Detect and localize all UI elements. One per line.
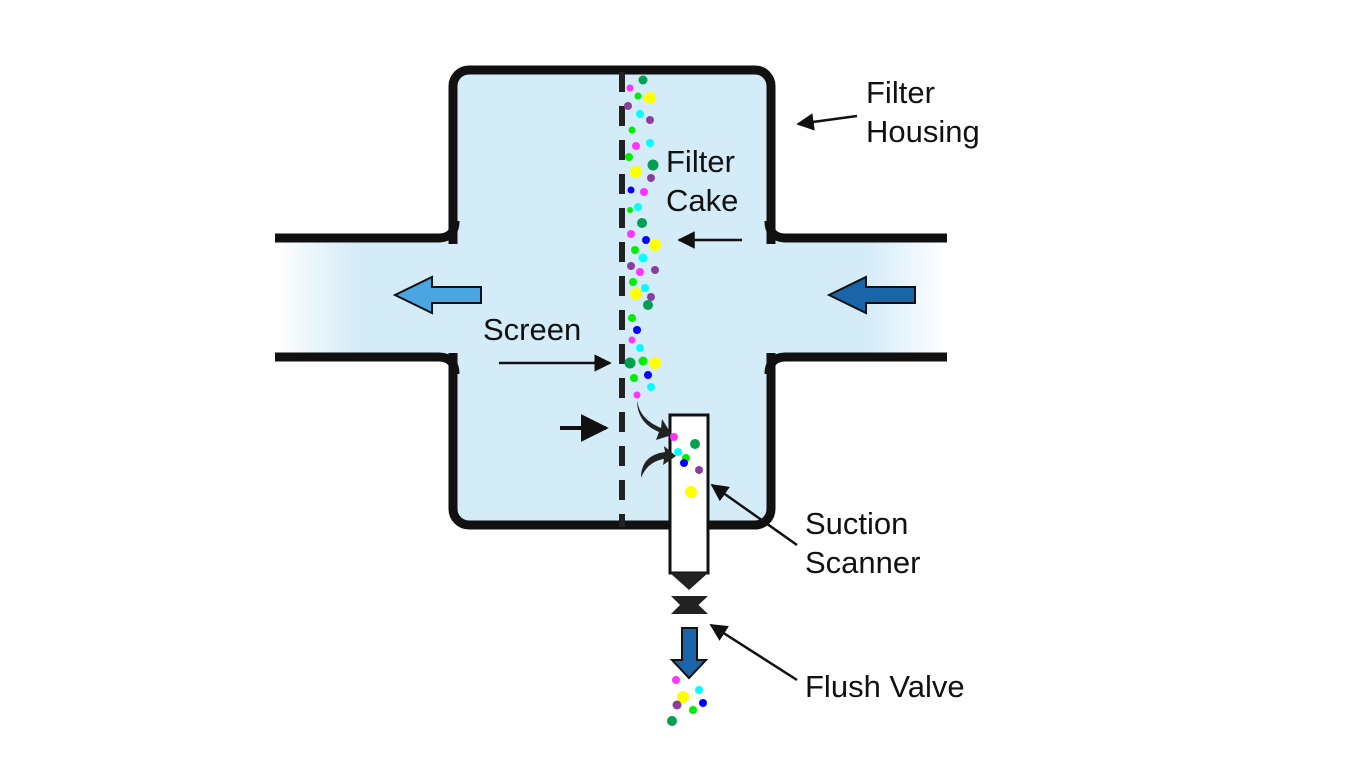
label-flush-valve: Flush Valve [805,669,965,704]
pointer-suction-scanner [710,483,798,547]
particle-dot [634,203,642,211]
particle-dot [667,716,677,726]
particle-dot [636,110,644,118]
particle-dot [670,433,678,441]
particle-dot [628,336,636,344]
particle-dot [647,293,655,301]
particle-dot [699,699,707,707]
pipe-wall-bottom-right [764,352,947,375]
inflow-arrow [826,275,916,315]
pointer-flush-valve [709,623,798,682]
particle-dot [629,278,637,286]
pipe-wall-top-left [275,220,460,243]
particle-dot [689,706,697,714]
filter-housing [448,65,776,530]
particle-dot [690,439,700,449]
particle-dot [680,459,688,467]
particle-dot [646,139,654,147]
particle-dot [695,466,703,474]
particle-dot [647,159,659,171]
particle-dot [674,448,682,456]
particle-dot [624,102,632,110]
particle-dot [638,75,648,85]
particle-dot [630,166,642,178]
particle-dot [695,686,703,694]
particle-dot [649,357,661,369]
label-suction-scanner: Suction Scanner [805,506,920,580]
particle-dot [631,246,639,254]
particle-dot [644,371,652,379]
flush-valve-icon [671,596,708,614]
pipe-wall-top-right [764,220,947,243]
label-filter-cake: Filter Cake [666,144,744,218]
particle-dot [643,300,653,310]
particle-dot [638,356,648,366]
particle-dot [628,126,636,134]
pipe-opening-right [763,244,777,353]
pointer-filter-housing [796,113,858,131]
particle-dot [624,357,636,369]
particle-dot [646,116,654,124]
particle-dot [647,383,655,391]
particle-dot [633,326,641,334]
particle-dot [637,218,647,228]
particle-dot [642,236,650,244]
particle-dot [649,239,661,251]
particle-dot [632,142,640,150]
particle-dot [685,486,697,498]
particle-dot [627,230,635,238]
particle-dot [644,92,656,104]
particle-dot [638,253,648,263]
outflow-arrow [392,275,482,315]
particle-dot [647,174,655,182]
drain-arrow [669,627,709,680]
particle-dot [633,391,641,399]
particle-dot [636,344,644,352]
particle-dot [672,700,682,710]
particle-dot [641,284,649,292]
particle-dot [626,84,634,92]
particle-dot [640,188,648,196]
pipe-wall-bottom-left [275,352,460,375]
particle-dot [625,153,633,161]
label-filter-housing: Filter Housing [866,75,980,149]
particle-dot [672,676,680,684]
particle-dot [634,92,642,100]
particle-dot [627,262,635,270]
particle-dot [627,186,635,194]
particle-dot [628,314,636,322]
particle-dot [651,266,659,274]
filter-cake-particles [624,75,707,726]
particle-dot [677,691,689,703]
particle-dot [630,374,638,382]
particle-dot [630,288,642,300]
label-screen: Screen [483,312,581,347]
particle-dot [636,268,644,276]
particle-dot [627,207,633,213]
